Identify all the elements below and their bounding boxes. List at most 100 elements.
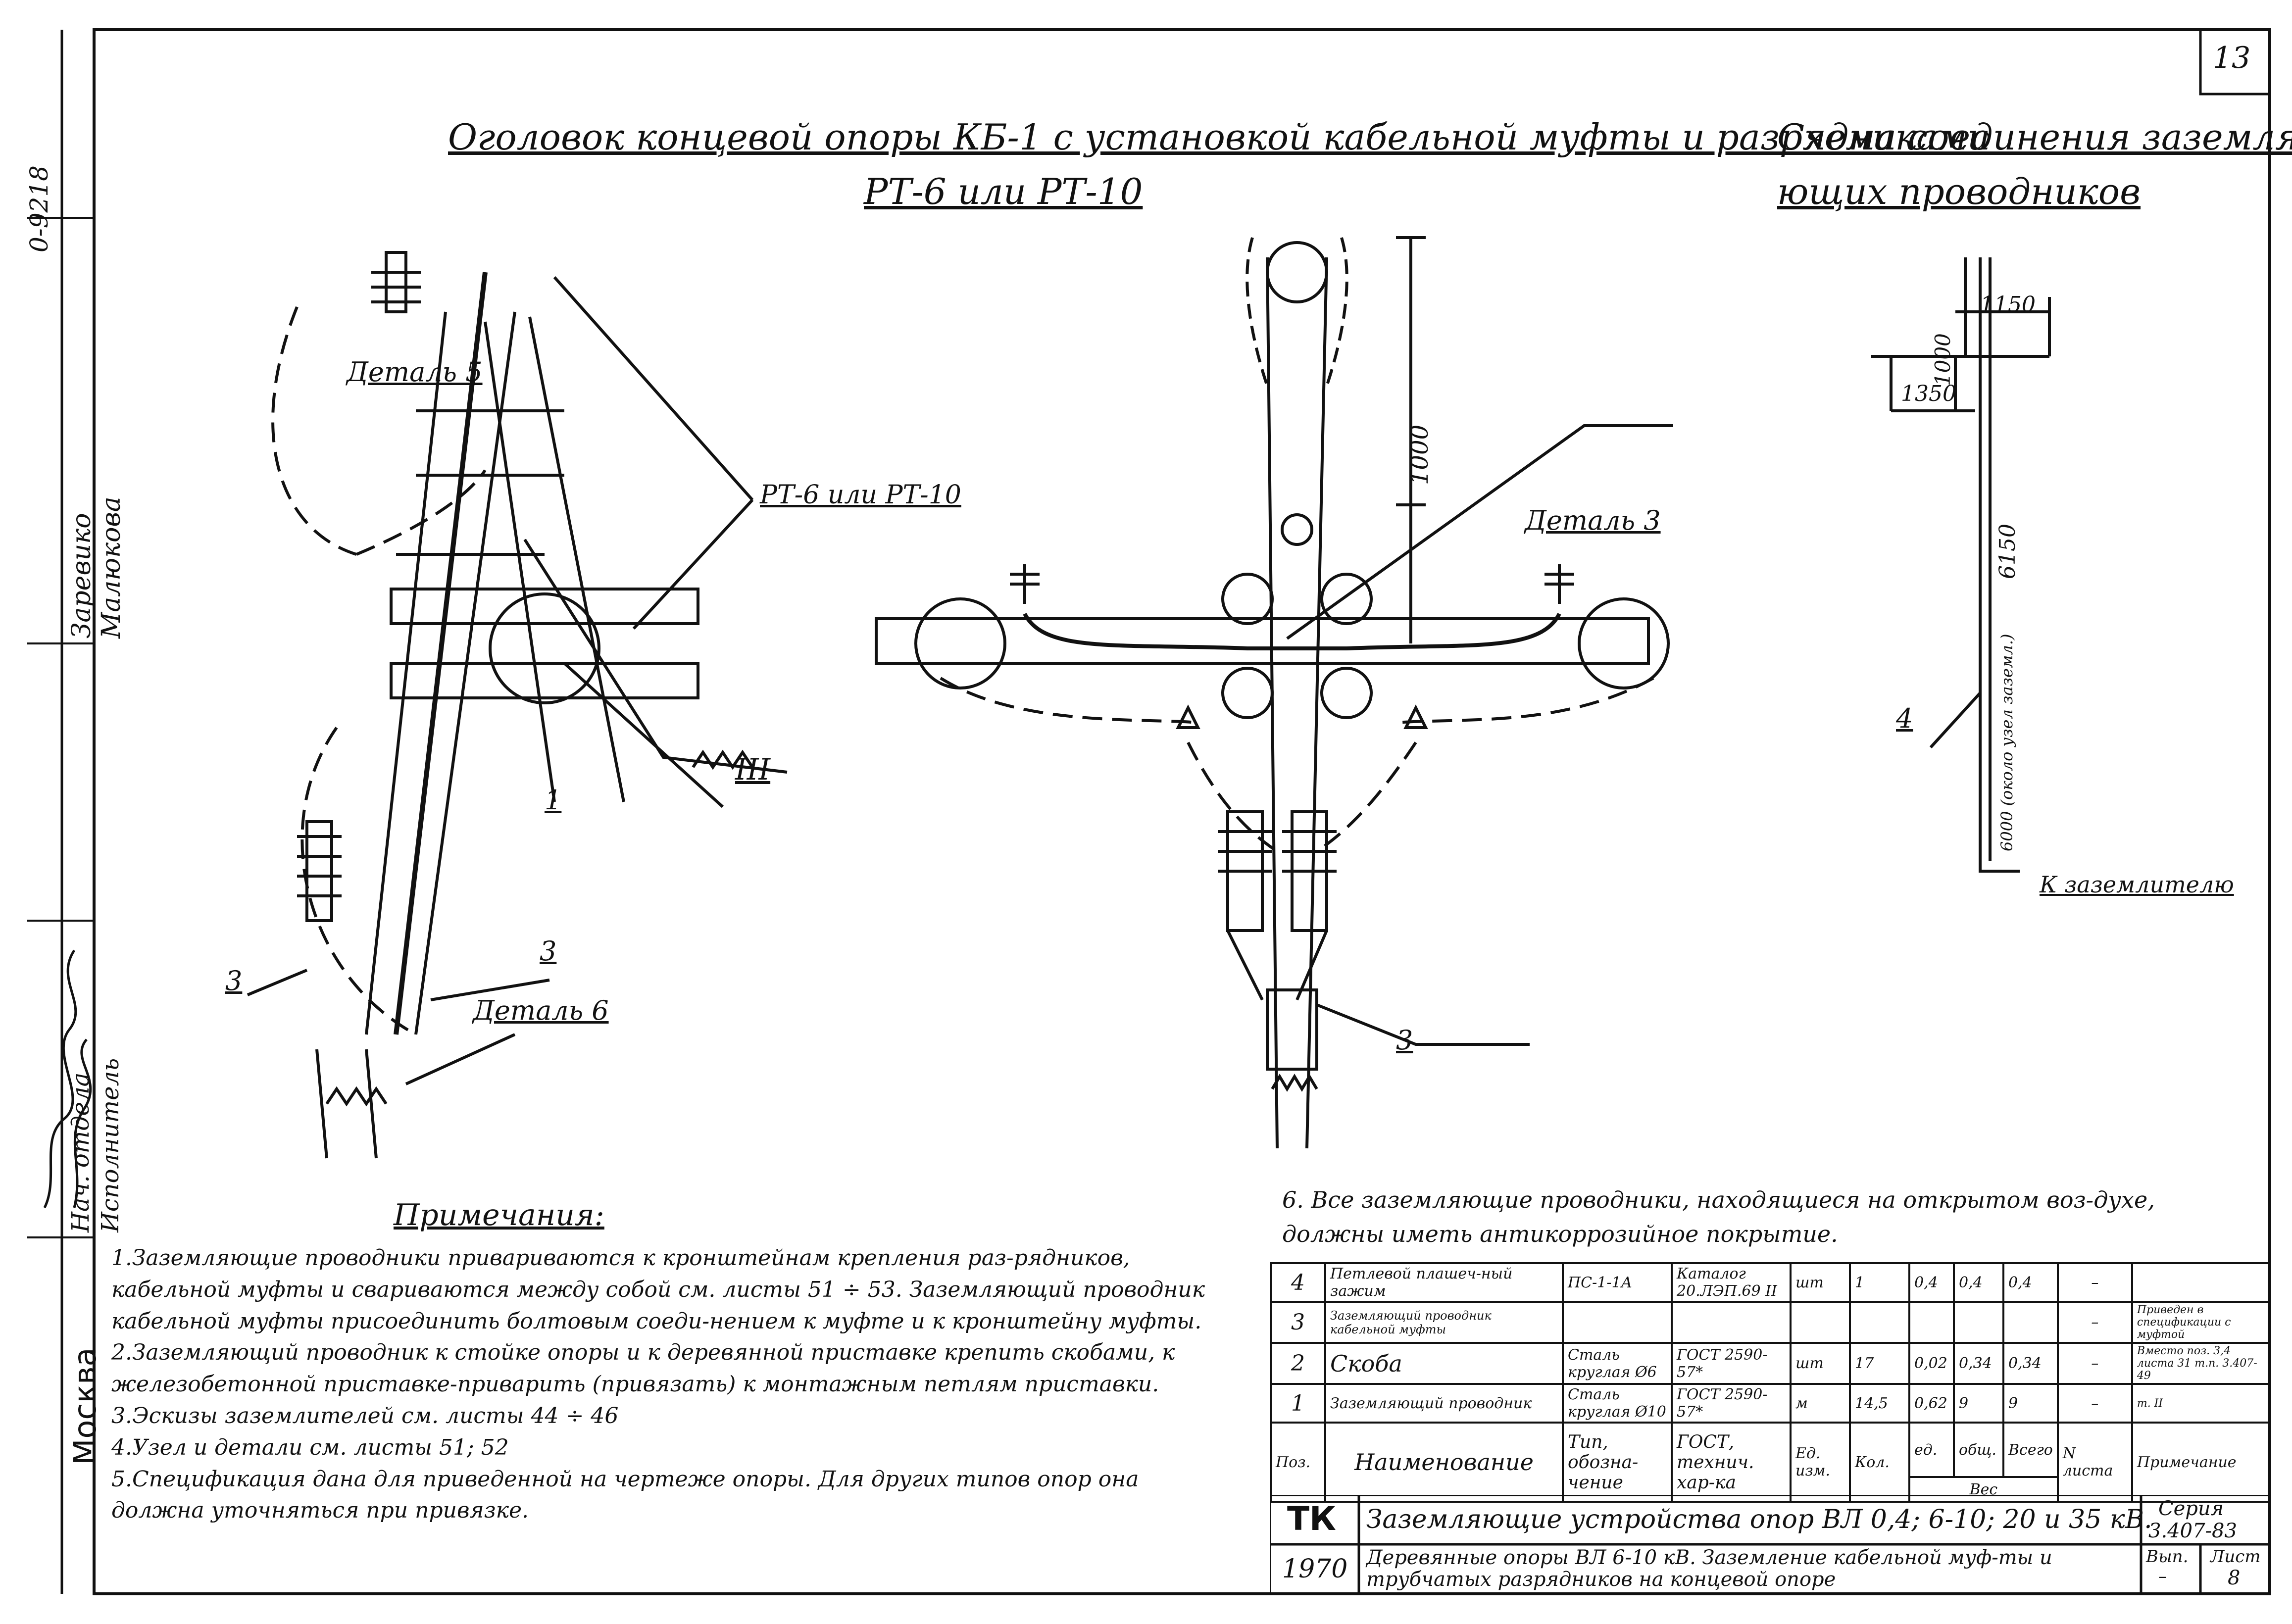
spec-cell: Сталь круглая Ø10 xyxy=(1562,1383,1673,1424)
series-label: Серия xyxy=(2158,1497,2224,1520)
table-header-row: Поз. Наименование Тип, обозна-чение ГОСТ… xyxy=(1270,1422,2270,1503)
spec-cell: 1 xyxy=(1270,1383,1326,1424)
header-cell: N листа xyxy=(2056,1422,2133,1503)
note-6: 6. Все заземляющие проводники, находящие… xyxy=(1282,1186,2155,1247)
spec-cell: 3 xyxy=(1270,1301,1326,1344)
spec-cell: – xyxy=(2056,1383,2133,1424)
table-row: 2 Скоба Сталь круглая Ø6 ГОСТ 2590-57* ш… xyxy=(1270,1342,2270,1385)
spec-cell: – xyxy=(2056,1342,2133,1385)
note-5: 5.Спецификация дана для приведенной на ч… xyxy=(111,1466,1139,1524)
header-cell: общ. xyxy=(1953,1422,2004,1478)
label-detail-5: Деталь 5 xyxy=(347,356,483,388)
title-block-tk: ТК xyxy=(1287,1500,1336,1538)
side-view-drawing xyxy=(247,251,788,1159)
stamp-name-2: Малюкова xyxy=(97,496,126,639)
label-to-ground: К заземлителю xyxy=(2040,871,2234,898)
header-cell: Поз. xyxy=(1270,1422,1326,1503)
spec-cell: Приведен в спецификации с муфтой xyxy=(2131,1301,2270,1344)
notes-heading: Примечания: xyxy=(394,1198,604,1232)
spec-cell: шт xyxy=(1790,1262,1851,1303)
spec-cell xyxy=(1908,1301,1955,1344)
table-row: 4 Петлевой плашеч-ный зажим ПС-1-1А Ката… xyxy=(1270,1262,2270,1303)
scheme-title-line2: ющих проводников xyxy=(1777,171,2141,212)
sheet-value: 8 xyxy=(2228,1567,2241,1589)
spec-cell: 0,02 xyxy=(1908,1342,1955,1385)
main-title-line1: Оголовок концевой опоры КБ-1 с установко… xyxy=(448,116,1991,158)
main-title-line2: РТ-6 или РТ-10 xyxy=(864,171,1143,212)
spec-cell: Петлевой плашеч-ный зажим xyxy=(1324,1262,1564,1303)
sheet-label: Лист xyxy=(2210,1547,2261,1567)
spec-cell: Заземляющий проводник кабельной муфты xyxy=(1324,1301,1564,1344)
title-block-line1: Заземляющие устройства опор ВЛ 0,4; 6-10… xyxy=(1366,1505,2152,1534)
header-cell: Кол. xyxy=(1849,1422,1910,1503)
table-row: 1 Заземляющий проводник Сталь круглая Ø1… xyxy=(1270,1383,2270,1424)
sheet-number: 13 xyxy=(2213,41,2251,75)
dim-scheme-6150: 6150 xyxy=(1995,524,2020,579)
header-cell: Всего xyxy=(2002,1422,2059,1478)
spec-cell: Заземляющий проводник xyxy=(1324,1383,1564,1424)
spec-cell: 0,34 xyxy=(2002,1342,2059,1385)
spec-cell: 17 xyxy=(1849,1342,1910,1385)
header-cell: Примечание xyxy=(2131,1422,2270,1503)
spec-cell: Вместо поз. 3,4 листа 31 т.п. 3.407-49 xyxy=(2131,1342,2270,1385)
note-1: 1.Заземляющие проводники привариваются к… xyxy=(111,1245,1205,1334)
grounding-scheme-drawing xyxy=(1871,257,2051,873)
spec-cell xyxy=(1790,1301,1851,1344)
spec-cell xyxy=(1671,1301,1792,1344)
header-cell: ед. xyxy=(1908,1422,1955,1478)
signatures xyxy=(43,949,92,1209)
spec-cell: 0,4 xyxy=(2002,1262,2059,1303)
dim-scheme-1150: 1150 xyxy=(1980,292,2036,317)
dim-scheme-bottom: 6000 (около узел заземл.) xyxy=(1997,634,2016,851)
spec-cell: – xyxy=(2056,1301,2133,1344)
stamp-role-2: Исполнитель xyxy=(97,1058,124,1232)
spec-cell xyxy=(1849,1301,1910,1344)
label-detail-6: Деталь 6 xyxy=(473,995,609,1026)
stamp-city: Москва xyxy=(67,1347,103,1466)
title-block-year: 1970 xyxy=(1282,1554,1348,1584)
spec-cell: шт xyxy=(1790,1342,1851,1385)
spec-cell: Каталог 20.ЛЭП.69 II xyxy=(1671,1262,1792,1303)
label-rt: РТ-6 или РТ-10 xyxy=(760,480,961,510)
notes-list: 1.Заземляющие проводники привариваются к… xyxy=(111,1242,1225,1526)
spec-cell: т. II xyxy=(2131,1383,2270,1424)
specification-table: 4 Петлевой плашеч-ный зажим ПС-1-1А Ката… xyxy=(1270,1262,2270,1503)
header-cell: Наименование xyxy=(1324,1422,1564,1503)
issue-value: – xyxy=(2158,1567,2167,1586)
label-front-pos-3: 3 xyxy=(1396,1025,1413,1056)
spec-cell xyxy=(1953,1301,2004,1344)
spec-cell xyxy=(1562,1301,1673,1344)
drawing-code: 0-9218 xyxy=(25,165,53,252)
series-number: 3.407-83 xyxy=(2148,1520,2237,1542)
note-3: 3.Эскизы заземлителей см. листы 44 ÷ 46 xyxy=(111,1403,619,1428)
spec-cell: 0,62 xyxy=(1908,1383,1955,1424)
stamp-name-1: Заревико xyxy=(67,513,97,639)
header-cell: Тип, обозна-чение xyxy=(1562,1422,1673,1503)
issue-label: Вып. xyxy=(2146,1547,2189,1567)
spec-cell: ПС-1-1А xyxy=(1562,1262,1673,1303)
spec-cell: Сталь круглая Ø6 xyxy=(1562,1342,1673,1385)
note-2: 2.Заземляющий проводник к стойке опоры и… xyxy=(111,1340,1175,1397)
label-detail-3: Деталь 3 xyxy=(1525,505,1661,536)
spec-cell: 9 xyxy=(1953,1383,2004,1424)
dim-scheme-1000: 1000 xyxy=(1931,333,1955,386)
dim-front-1000: 1000 xyxy=(1406,424,1434,485)
spec-cell: м xyxy=(1790,1383,1851,1424)
label-scheme-pos-4: 4 xyxy=(1896,703,1913,734)
header-cell: ГОСТ, технич. хар-ка xyxy=(1671,1422,1792,1503)
spec-cell: Скоба xyxy=(1324,1342,1564,1385)
spec-cell: 14,5 xyxy=(1849,1383,1910,1424)
title-block-frame xyxy=(1270,1495,2270,1594)
label-pos-3a: 3 xyxy=(225,965,243,996)
dim-scheme-1350: 1350 xyxy=(1901,381,1956,406)
spec-cell xyxy=(2131,1262,2270,1303)
label-pos-1: 1 xyxy=(545,785,562,816)
spec-cell: 0,4 xyxy=(1953,1262,2004,1303)
table-row: 3 Заземляющий проводник кабельной муфты … xyxy=(1270,1301,2270,1344)
spec-cell: – xyxy=(2056,1262,2133,1303)
spec-cell: 0,34 xyxy=(1953,1342,2004,1385)
spec-cell: 4 xyxy=(1270,1262,1326,1303)
label-pos-3b: 3 xyxy=(540,935,557,967)
spec-cell xyxy=(2002,1301,2059,1344)
